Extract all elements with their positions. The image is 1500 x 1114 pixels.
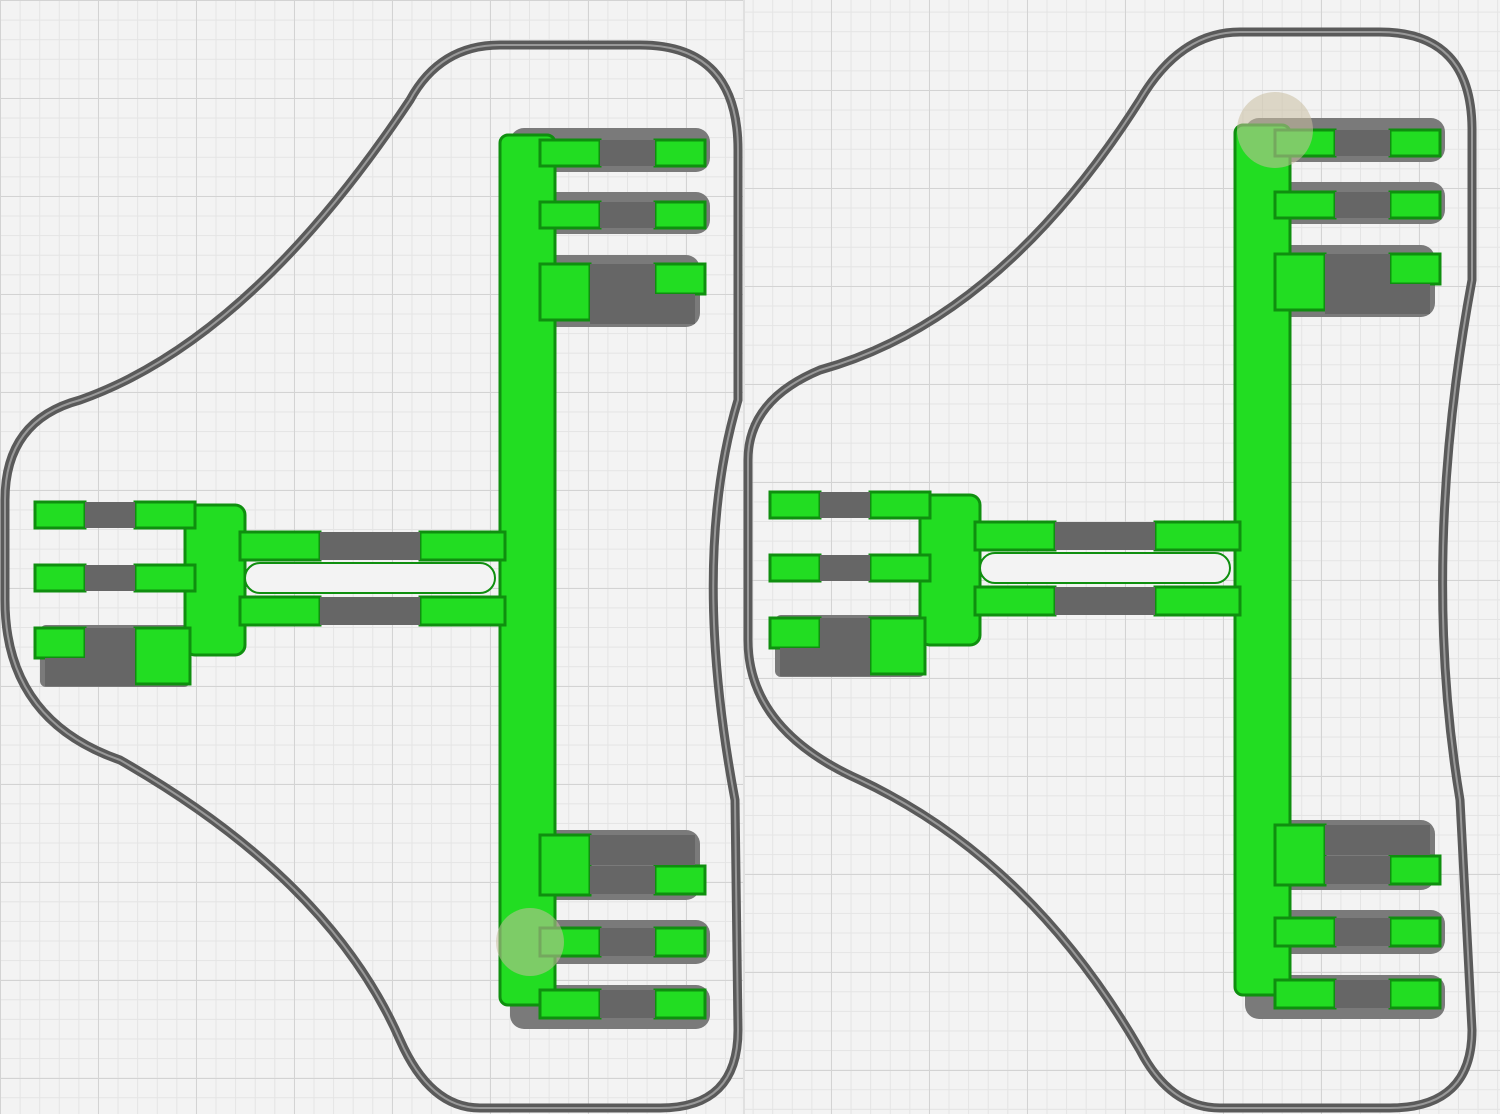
- left-part: [33, 126, 712, 1031]
- left-seam-marker: [496, 908, 564, 976]
- right-model: [743, 27, 1477, 1113]
- left-model: [0, 40, 743, 1113]
- right-seam-marker: [1237, 92, 1313, 168]
- right-part: [768, 116, 1447, 1021]
